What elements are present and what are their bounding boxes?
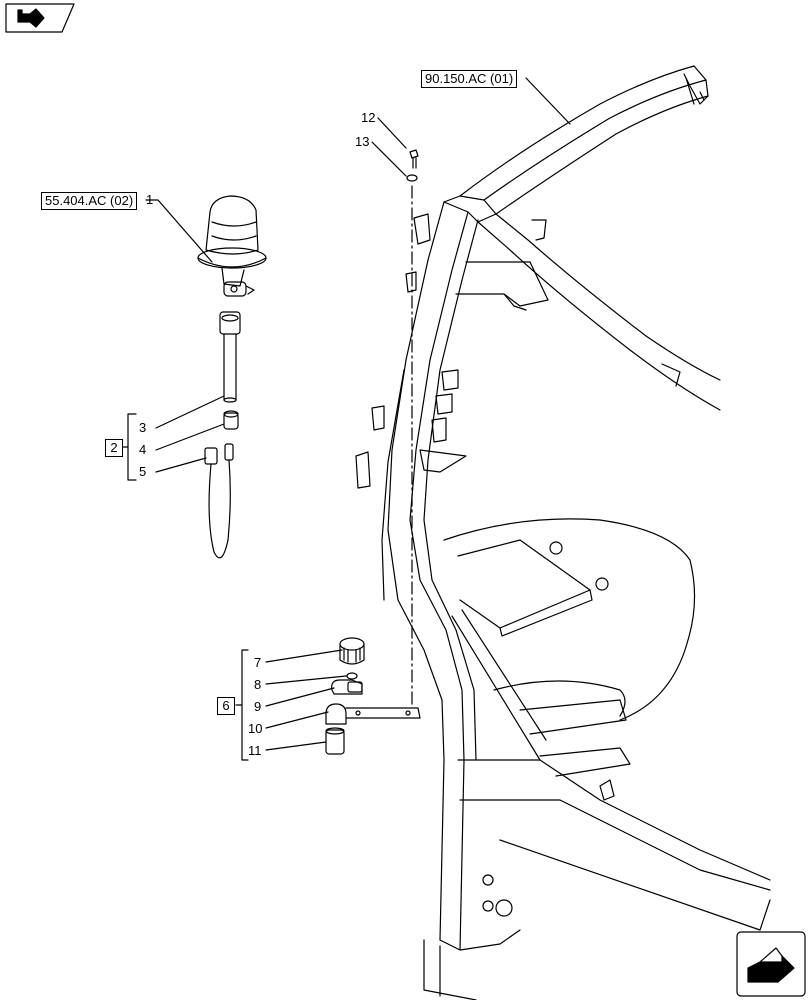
callout-5: 5 [139, 464, 147, 479]
callout-12: 12 [361, 110, 376, 125]
callout-10: 10 [248, 721, 263, 736]
callout-3: 3 [139, 420, 147, 435]
clamp [331, 679, 363, 695]
washer [346, 672, 358, 680]
next-page-button[interactable] [737, 932, 805, 996]
callout-7: 7 [254, 655, 262, 670]
bush [223, 410, 239, 430]
cable [204, 443, 234, 559]
next-page-arrow-icon [736, 931, 806, 997]
knob [339, 637, 365, 665]
reference-label-cab[interactable]: 90.150.AC (01) [421, 70, 518, 88]
previous-page-arrow-icon [5, 3, 75, 33]
callout-11: 11 [248, 743, 262, 758]
previous-page-button[interactable] [6, 4, 74, 32]
spacer [325, 727, 345, 755]
bolt-washer [406, 174, 418, 182]
reference-label-beacon[interactable]: 55.404.AC (02) [41, 192, 138, 210]
beacon-lamp [197, 195, 267, 297]
cab-frame [355, 65, 771, 1000]
group-label-2: 2 [105, 439, 123, 457]
bracket [325, 703, 421, 725]
mast-tube [219, 311, 241, 403]
callout-9: 9 [254, 699, 262, 714]
group-label-6: 6 [217, 697, 235, 715]
callout-4: 4 [139, 442, 147, 457]
bolt [409, 149, 419, 169]
callout-1: 1 [146, 192, 154, 207]
callout-8: 8 [254, 677, 262, 692]
leader-lines [121, 77, 571, 761]
callout-13: 13 [355, 134, 370, 149]
